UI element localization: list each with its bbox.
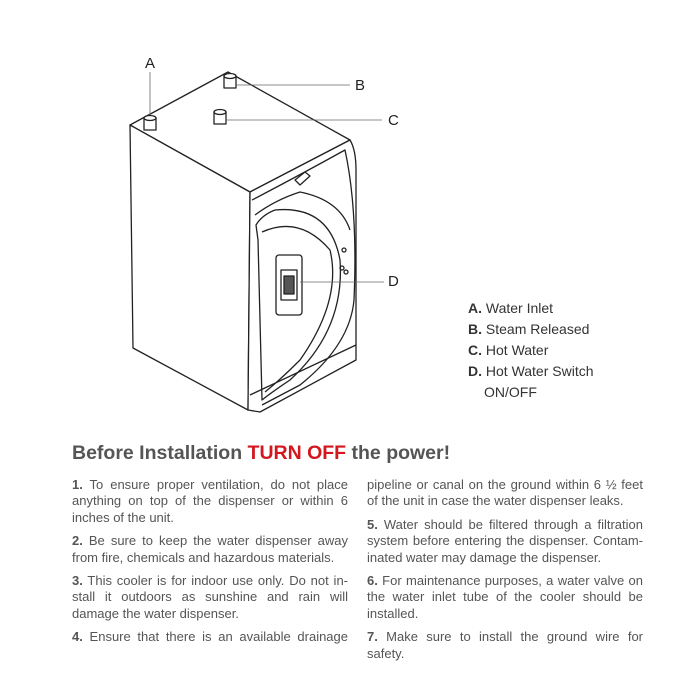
instruction-number: 7. xyxy=(367,629,378,645)
legend-item-c: C. Hot Water xyxy=(468,340,594,361)
instruction-text: Make sure to install the ground wire for… xyxy=(367,629,643,661)
heading-pre: Before Installation xyxy=(72,442,248,464)
instruction-text: Water should be filtered through a filtr… xyxy=(367,516,643,565)
heading-post: the power! xyxy=(346,442,451,464)
legend-text: Water Inlet xyxy=(485,300,554,316)
instruction-number: 3. xyxy=(72,573,83,589)
legend-key: D. xyxy=(468,363,482,379)
instruction-3: 3. This cooler is for indoor use only. D… xyxy=(72,573,348,622)
legend-key: C. xyxy=(468,342,482,358)
instruction-text: Be sure to keep the water dispenser away… xyxy=(72,533,348,565)
legend-item-d: D. Hot Water Switch xyxy=(468,361,594,382)
water-dispenser-diagram xyxy=(129,71,384,413)
instruction-5: 5. Water should be filtered through a fi… xyxy=(367,517,643,566)
instruction-number: 5. xyxy=(367,516,378,532)
legend-text: Hot Water Switch xyxy=(485,363,594,379)
legend-text: Hot Water xyxy=(485,342,549,358)
legend-item-a: A. Water Inlet xyxy=(468,298,594,319)
legend-item-d-extra: ON/OFF xyxy=(484,384,537,400)
instruction-text: This cooler is for indoor use only. Do n… xyxy=(72,573,348,621)
instruction-4-continued: pipeline or canal on the ground within 6… xyxy=(367,477,643,509)
callout-c: C xyxy=(388,112,399,129)
legend-key: B. xyxy=(468,321,482,337)
callout-d: D xyxy=(388,273,399,290)
instruction-number: 1. xyxy=(72,477,83,492)
legend: A. Water Inlet B. Steam Released C. Hot … xyxy=(468,298,594,403)
dispenser-body xyxy=(129,71,357,413)
fittings xyxy=(143,72,237,131)
instruction-text: For maintenance purposes, a water valve … xyxy=(367,573,643,621)
legend-key: A. xyxy=(468,300,482,316)
instruction-number: 6. xyxy=(367,573,378,589)
leader-lines xyxy=(149,72,384,283)
legend-text: Steam Released xyxy=(485,321,590,337)
callout-a: A xyxy=(145,55,156,72)
callout-b: B xyxy=(355,77,366,94)
page-heading: Before Installation TURN OFF the power! xyxy=(72,442,450,465)
instruction-6: 6. For maintenance purposes, a water val… xyxy=(367,573,643,622)
instruction-2: 2. Be sure to keep the water dispenser a… xyxy=(72,533,348,566)
heading-warning: TURN OFF xyxy=(247,442,347,464)
instructions-column-2: pipeline or canal on the ground within 6… xyxy=(367,477,643,669)
instruction-7: 7. Make sure to install the ground wire … xyxy=(367,629,643,662)
instruction-4: 4. Ensure that there is an available dra… xyxy=(72,629,348,645)
instructions-column-1: 1. To ensure proper ventilation, do not … xyxy=(72,477,348,653)
instruction-text: Ensure that there is an available draina… xyxy=(82,629,348,645)
instruction-number: 4. xyxy=(72,629,83,645)
instruction-number: 2. xyxy=(72,533,83,549)
legend-item-b: B. Steam Released xyxy=(468,319,594,340)
instruction-1: 1. To ensure proper ventilation, do not … xyxy=(72,477,348,526)
instruction-text: To ensure proper ventilation, do not pla… xyxy=(72,477,348,525)
